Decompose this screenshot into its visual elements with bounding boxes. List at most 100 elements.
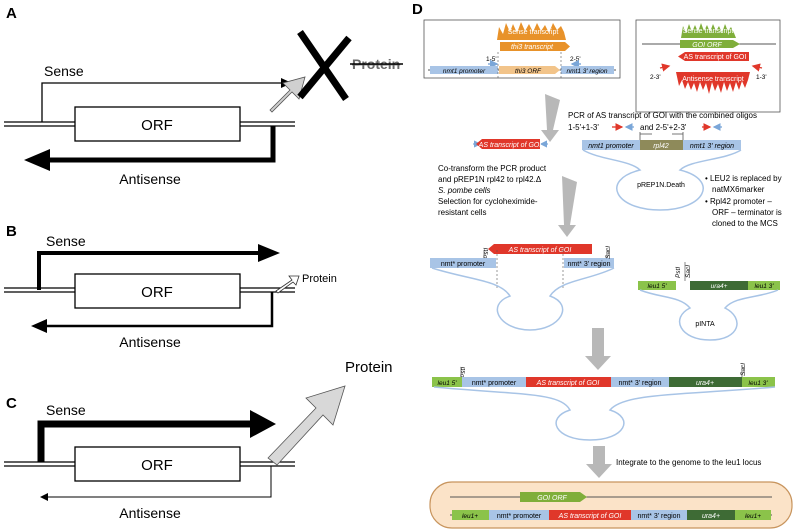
panel-b: B Sense ORF Antisense Protein xyxy=(4,223,337,350)
nmt1-3-block xyxy=(561,66,614,74)
antisense-label: Antisense xyxy=(119,334,181,350)
psti-label: PstI xyxy=(483,248,490,259)
antisense-label: Antisense xyxy=(119,505,181,521)
integration-construct: PstI leu1 5' nmt* promoter AS transcript… xyxy=(432,363,776,441)
construct-saci: SacI xyxy=(740,363,747,376)
panel-b-letter: B xyxy=(6,223,17,240)
translation-arrow xyxy=(269,76,306,113)
sense-arrowhead xyxy=(250,410,276,438)
flow-arrow-2 xyxy=(558,176,577,237)
protein-label: Protein xyxy=(302,273,337,285)
integrate-text: Integrate to the genome to the leu1 locu… xyxy=(616,458,761,467)
panel-a-letter: A xyxy=(6,5,17,22)
final-goi-orf-block xyxy=(520,492,587,502)
as-transcript-label: AS transcript of GOI xyxy=(684,54,747,61)
sense-peaks xyxy=(497,22,566,40)
goi-orf-block xyxy=(680,40,740,48)
sense-arrowhead xyxy=(258,244,280,262)
as-product-label: AS transcript of GOI xyxy=(478,142,542,149)
as-pcr-product: AS transcript of GOI xyxy=(473,139,548,149)
final-goi-orf: GOI ORF xyxy=(537,495,567,502)
final-as-goi: AS transcript of GOI xyxy=(558,513,622,520)
sense-peaks xyxy=(681,23,736,38)
final-box xyxy=(429,481,793,529)
orf-box xyxy=(74,273,241,309)
primer-2-3-arrow xyxy=(659,63,671,72)
nmt1-3-label: nmt1 3' region xyxy=(567,68,608,75)
saci-label: SacI xyxy=(605,246,612,259)
box-goi-locus: Sense transcript GOI ORF AS transcript o… xyxy=(635,19,781,113)
sense-label: Sense xyxy=(46,402,86,418)
cotransform-line1: Co-transform the PCR product xyxy=(438,164,547,173)
plasmid-nmt1-promoter: nmt1 promoter xyxy=(588,143,634,150)
orf-label: ORF xyxy=(141,284,173,301)
panel-c-letter: C xyxy=(6,395,17,412)
recombinant-plasmid: PstI nmt* promoter AS transcript of GOI … xyxy=(430,244,615,331)
plasmid-rpl42: rpl42 xyxy=(653,143,669,150)
sense-transcript-label: Sense transcript xyxy=(508,29,559,36)
cotransform-line4: Selection for cycloheximide- xyxy=(438,197,538,206)
final-nmt-promoter: nmt* promoter xyxy=(497,513,542,520)
plasmid-nmt1-3: nmt1 3' region xyxy=(690,143,734,150)
final-genome: GOI ORF leu1+ nmt* promoter AS transcrip… xyxy=(429,481,793,529)
note-line3: • Rpl42 promoter – xyxy=(705,197,772,206)
antisense-arrow xyxy=(45,126,276,163)
pinta-label: pINTA xyxy=(695,321,715,328)
recombinant-circle xyxy=(431,267,615,331)
construct-nmt-3: nmt* 3' region xyxy=(619,380,662,387)
cotransform-line5: resistant cells xyxy=(438,208,486,217)
antisense-arrowhead xyxy=(31,319,47,333)
note-line2: natMX6marker xyxy=(712,185,765,194)
block-x-line-2 xyxy=(297,35,352,100)
plasmid-name: pREP1N.Death xyxy=(637,182,685,189)
cotransform-line3: S. pombe cells xyxy=(438,186,490,195)
pinta-plasmid: PstI SacI leu1 5' ura4+ leu1 3' pINTA xyxy=(638,262,780,341)
thi3-transcript-label: thi3 transcript xyxy=(511,44,554,51)
primer-2-5-label: 2-5' xyxy=(570,56,581,63)
antisense-peaks xyxy=(676,72,750,94)
sense-label: Sense xyxy=(44,63,84,79)
final-leu1-right: leu1+ xyxy=(745,513,761,520)
final-ura4: ura4+ xyxy=(702,513,720,520)
antisense-label: Antisense xyxy=(119,171,181,187)
primer-1-5-label: 1-5' xyxy=(486,56,497,63)
sense-arrow xyxy=(37,420,255,462)
sense-arrow xyxy=(37,251,262,290)
pcr-text-2b: and 2-5'+2-3' xyxy=(640,123,687,132)
flow-arrow-4 xyxy=(586,446,612,478)
construct-psti: PstI xyxy=(460,367,467,378)
sense-transcript-label: Sense transcript xyxy=(683,28,734,35)
antisense-arrowhead xyxy=(24,149,50,171)
construct-circle xyxy=(433,386,776,441)
primer-1-3-arrow xyxy=(751,63,763,72)
pinta-saci: SacI xyxy=(685,265,692,278)
panel-a: A Sense ORF Antisense Protein xyxy=(4,5,403,187)
construct-nmt-promoter: nmt* promoter xyxy=(472,380,517,387)
final-nmt-3: nmt* 3' region xyxy=(638,513,681,520)
nmt-3-label: nmt* 3' region xyxy=(568,261,611,268)
antisense-arrow xyxy=(44,466,272,498)
thi3-orf-label: thi3 ORF xyxy=(515,68,542,75)
final-leu1-left: leu1+ xyxy=(462,513,478,520)
primer-2-3-label: 2-3' xyxy=(650,74,661,81)
thi3-orf-block xyxy=(499,66,560,74)
nmt1-promoter-block xyxy=(430,66,498,74)
antisense-arrowhead xyxy=(40,493,48,501)
nmt1-promoter-label: nmt1 promoter xyxy=(443,68,486,75)
cotransform-line2: and pREP1N rpl42 to rpl42.Δ xyxy=(438,175,542,184)
pinta-leu1-3: leu1 3' xyxy=(755,283,775,290)
translation-arrow xyxy=(275,275,300,294)
orf-box xyxy=(74,446,241,482)
sense-label: Sense xyxy=(46,233,86,249)
as-transcript-arrow xyxy=(678,52,749,61)
pinta-circle xyxy=(639,289,779,341)
pinta-ura4: ura4+ xyxy=(711,283,728,290)
panel-c: C Sense ORF Antisense Protein xyxy=(4,359,393,521)
as-goi-label: AS transcript of GOI xyxy=(508,247,572,254)
translation-arrow xyxy=(267,385,346,466)
flow-arrow-3 xyxy=(585,328,611,370)
orf-label: ORF xyxy=(141,457,173,474)
construct-as-goi: AS transcript of GOI xyxy=(536,380,600,387)
orf-box xyxy=(74,106,241,142)
